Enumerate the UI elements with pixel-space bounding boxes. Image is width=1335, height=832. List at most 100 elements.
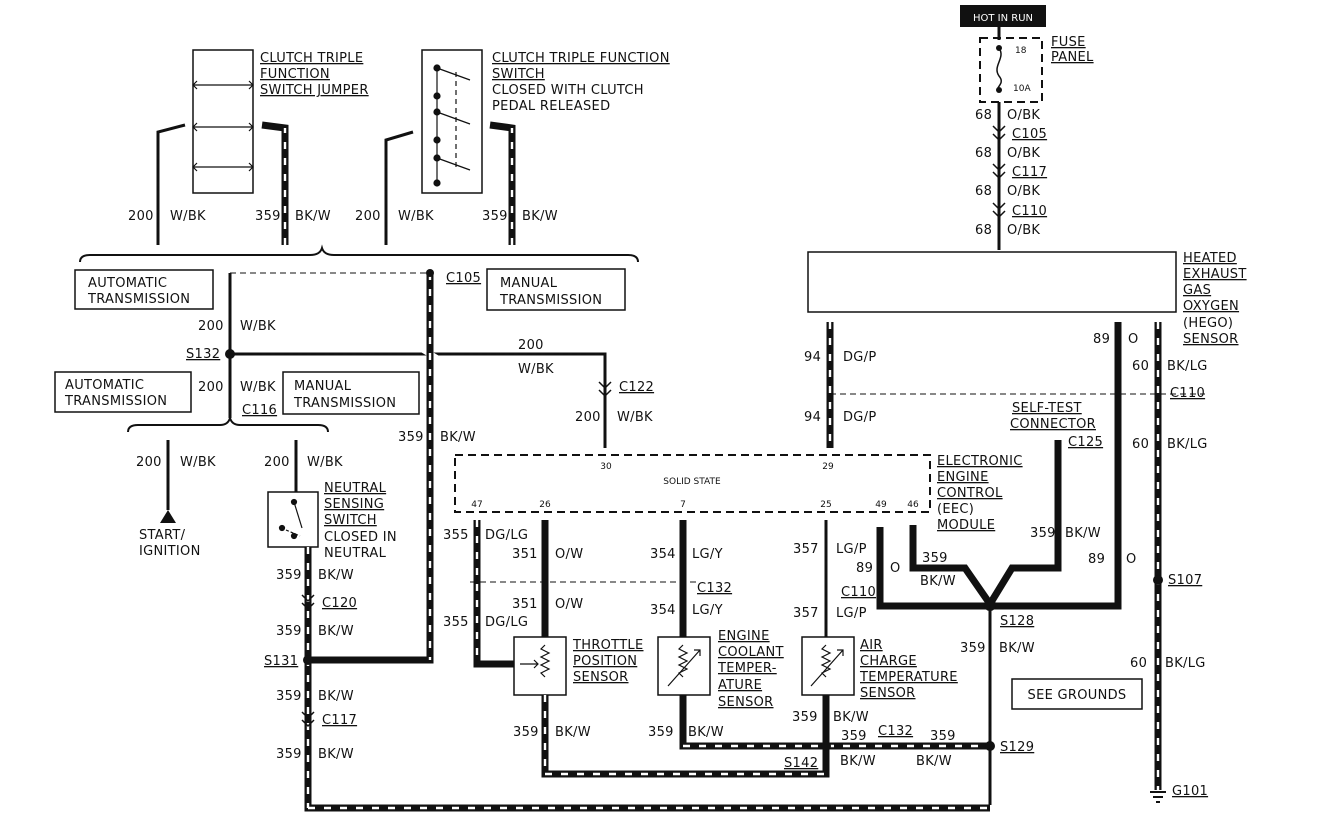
wire-color-dgp-a: DG/P <box>843 350 877 365</box>
act-label-2: CHARGE <box>860 654 917 669</box>
ect-box <box>657 636 711 696</box>
nss-label-5: NEUTRAL <box>324 546 387 561</box>
splice-s129: S129 <box>1000 740 1034 755</box>
connector-c132-bottom: C132 <box>878 724 913 739</box>
clutch-switch-label-3: CLOSED WITH CLUTCH <box>492 83 644 98</box>
hot-in-run-text: HOT IN RUN <box>973 13 1033 24</box>
hego-sensor-box <box>807 251 1177 313</box>
clutch-switch-label-4: PEDAL RELEASED <box>492 99 610 114</box>
wire-color-dglg-b: DG/LG <box>485 615 528 630</box>
pin-25: 25 <box>820 500 831 510</box>
eec-module-box <box>454 454 931 513</box>
nss-label-2: SENSING <box>324 497 384 512</box>
start-label-1: START/ <box>139 528 186 543</box>
wire-num-359-s128: 359 <box>960 641 986 656</box>
eec-label-2: ENGINE <box>937 470 989 485</box>
eec-solid-state: SOLID STATE <box>663 477 721 487</box>
wire-num-89-b: 89 <box>1088 552 1105 567</box>
connector-c120: C120 <box>322 596 357 611</box>
ect-label-2: COOLANT <box>718 645 784 660</box>
man-trans-a-1: MANUAL <box>500 276 558 291</box>
wire-color-wbk-l1: W/BK <box>240 319 276 334</box>
wire-num-351-b: 351 <box>512 597 538 612</box>
splice-s129-dot <box>985 741 995 751</box>
wire-num-68-b: 68 <box>975 146 992 161</box>
nss-label-4: CLOSED IN <box>324 530 397 545</box>
splice-s131-dot <box>303 655 313 665</box>
wire-color-bkw-l2: BK/W <box>318 624 354 639</box>
svg-text:C110: C110 <box>1012 204 1047 219</box>
wire-color-dgp-b: DG/P <box>843 410 877 425</box>
hego-label-3: GAS <box>1183 283 1211 298</box>
clutch-switch-label-2: SWITCH <box>492 67 545 82</box>
wire-color-o-b: O <box>1126 552 1137 567</box>
nss-label-3: SWITCH <box>324 513 377 528</box>
pin-26: 26 <box>539 500 551 510</box>
pin-49: 49 <box>875 500 887 510</box>
wire-89-o <box>876 322 1122 610</box>
wire-color-lgy-b: LG/Y <box>692 603 723 618</box>
man-trans-b-1: MANUAL <box>294 379 352 394</box>
wire-359-jumper <box>261 121 289 245</box>
connector-c125: C125 <box>1068 435 1103 450</box>
jumper-label-1: CLUTCH TRIPLE <box>260 51 363 66</box>
wire-num-60-c: 60 <box>1130 656 1147 671</box>
wire-200-switch <box>384 130 414 245</box>
wire-color-obk-c: O/BK <box>1007 184 1040 199</box>
wire-num-200-j: 200 <box>128 209 154 224</box>
act-label-4: SENSOR <box>860 686 916 701</box>
thermistor-icon <box>810 644 844 687</box>
splice-s107: S107 <box>1168 573 1202 588</box>
wire-num-359-st: 359 <box>1030 526 1056 541</box>
fuse-panel-box <box>979 37 1043 103</box>
thermistor-icon <box>667 644 701 687</box>
start-label-2: IGNITION <box>139 544 201 559</box>
option-brace-top <box>79 244 639 263</box>
clutch-switch-box <box>421 49 483 194</box>
wire-color-ow-a: O/W <box>555 547 583 562</box>
auto-trans-b-2: TRANSMISSION <box>64 394 167 409</box>
wire-num-94-b: 94 <box>804 410 821 425</box>
wire-num-359-l3: 359 <box>276 689 302 704</box>
see-grounds-label: SEE GROUNDS <box>1028 688 1127 703</box>
self-test-label-2: CONNECTOR <box>1010 417 1096 432</box>
fuse-panel-label-2: PANEL <box>1051 50 1094 65</box>
eec-label-4: (EEC) <box>937 502 974 517</box>
start-ignition-arrow-icon <box>160 510 176 523</box>
wire-color-wbk-eec: W/BK <box>518 362 554 377</box>
connector-c110-top: C110 <box>992 202 1047 219</box>
clutch-switch-label-1: CLUTCH TRIPLE FUNCTION <box>492 51 670 66</box>
eec-label-3: CONTROL <box>937 486 1003 501</box>
wire-color-ow-b: O/W <box>555 597 583 612</box>
connector-c117-bottom: C117 <box>322 713 357 728</box>
connector-c122: C122 <box>619 380 654 395</box>
nss-label-1: NEUTRAL <box>324 481 387 496</box>
wire-num-351-a: 351 <box>512 547 538 562</box>
pin-46: 46 <box>907 500 919 510</box>
tps-label-3: SENSOR <box>573 670 629 685</box>
wire-num-355-b: 355 <box>443 615 469 630</box>
ect-label-5: SENSOR <box>718 695 774 710</box>
fuse-number: 18 <box>1015 46 1027 56</box>
clutch-switch-icon <box>433 64 471 187</box>
wire-color-bkw-l4: BK/W <box>318 747 354 762</box>
wire-num-359-c105: 359 <box>398 430 424 445</box>
wire-color-bkw-j: BK/W <box>295 209 331 224</box>
auto-trans-a-1: AUTOMATIC <box>88 276 167 291</box>
wire-color-bkw-l3: BK/W <box>318 689 354 704</box>
wire-color-bkw-c105: BK/W <box>440 430 476 445</box>
wire-color-dglg-a: DG/LG <box>485 528 528 543</box>
wire-color-bkw-ect: BK/W <box>688 725 724 740</box>
wire-color-bklg-c: BK/LG <box>1165 656 1206 671</box>
connector-c105-mid: C105 <box>446 271 481 286</box>
wire-num-359-l4: 359 <box>276 747 302 762</box>
auto-trans-box-b <box>54 371 192 413</box>
hego-label-5: (HEGO) <box>1183 316 1233 331</box>
wire-num-357-b: 357 <box>793 606 819 621</box>
splice-s107-dot <box>1153 575 1163 585</box>
wire-num-359-l1: 359 <box>276 568 302 583</box>
jumper-label-3: SWITCH JUMPER <box>260 83 369 98</box>
potentiometer-icon <box>520 644 551 678</box>
man-trans-box-a <box>486 268 626 311</box>
